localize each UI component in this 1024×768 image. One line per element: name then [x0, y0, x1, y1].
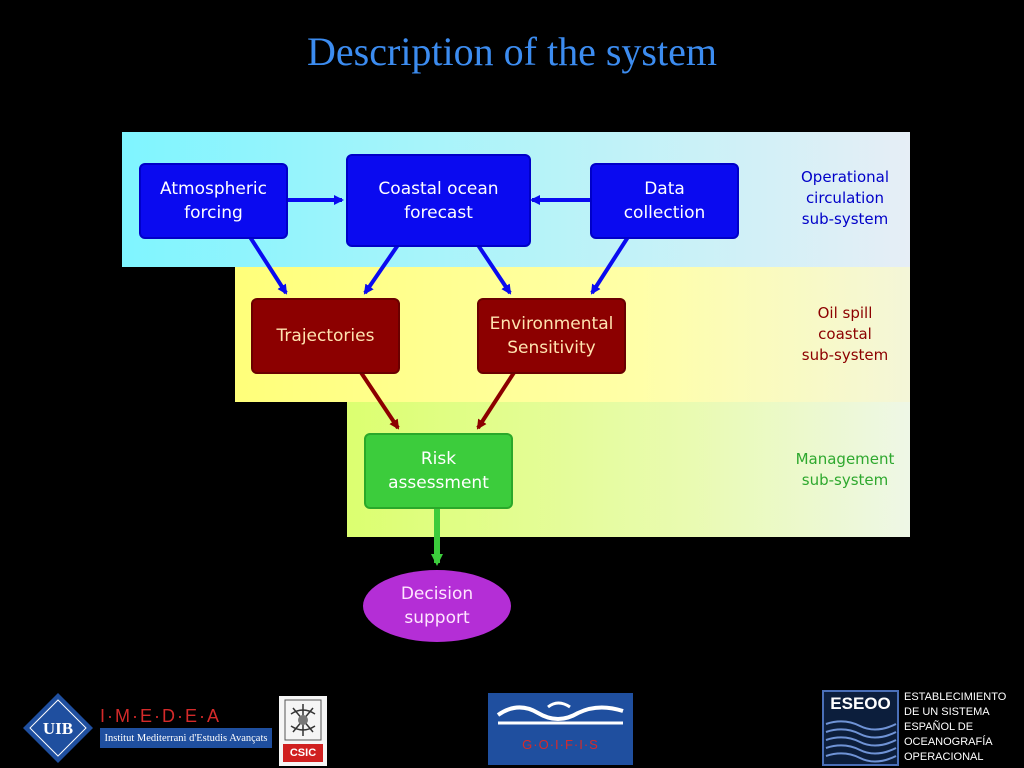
- node-data-collection: Data collection: [590, 163, 739, 239]
- csic-logo: CSIC: [279, 696, 327, 766]
- arrow-traj-to-risk: [358, 369, 400, 430]
- arrow-coastal-to-env: [476, 243, 512, 295]
- eseoo-full-name: ESTABLECIMIENTO DE UN SISTEMA ESPAÑOL DE…: [904, 691, 1007, 763]
- arrow-coastal-to-trajectories: [363, 243, 400, 295]
- goifis-label: G·O·I·F·I·S: [522, 737, 599, 752]
- uib-logo: UIB: [23, 693, 93, 763]
- imedea-subtitle: Institut Mediterrani d'Estudis Avançats: [100, 728, 272, 748]
- arrow-data-to-env: [590, 235, 630, 295]
- arrow-atm-to-trajectories: [248, 235, 288, 295]
- node-environmental-sensitivity: Environmental Sensitivity: [477, 298, 626, 374]
- node-decision-support: Decision support: [363, 570, 511, 642]
- label-oil-spill-subsystem: Oil spill coastal sub-system: [801, 304, 889, 364]
- node-risk-assessment: Risk assessment: [364, 433, 513, 509]
- eseoo-logo: ESEOO: [822, 690, 899, 766]
- label-management-subsystem: Management sub-system: [795, 450, 895, 489]
- eseoo-label: ESEOO: [830, 694, 891, 713]
- imedea-logo: I·M·E·D·E·A: [100, 706, 221, 726]
- label-operational-subsystem: Operational circulation sub-system: [800, 168, 889, 228]
- uib-logo-text: UIB: [43, 719, 73, 738]
- goifis-logo: G·O·I·F·I·S: [488, 693, 633, 765]
- csic-label: CSIC: [283, 744, 323, 762]
- page-title: Description of the system: [307, 29, 717, 74]
- csic-emblem-icon: [284, 699, 322, 741]
- arrow-env-to-risk: [476, 369, 517, 430]
- eseoo-wave-icon: [825, 720, 897, 763]
- node-trajectories: Trajectories: [251, 298, 400, 374]
- node-coastal-ocean-forecast: Coastal ocean forecast: [346, 154, 531, 247]
- wave-icon: [496, 701, 624, 725]
- node-atmospheric-forcing: Atmospheric forcing: [139, 163, 288, 239]
